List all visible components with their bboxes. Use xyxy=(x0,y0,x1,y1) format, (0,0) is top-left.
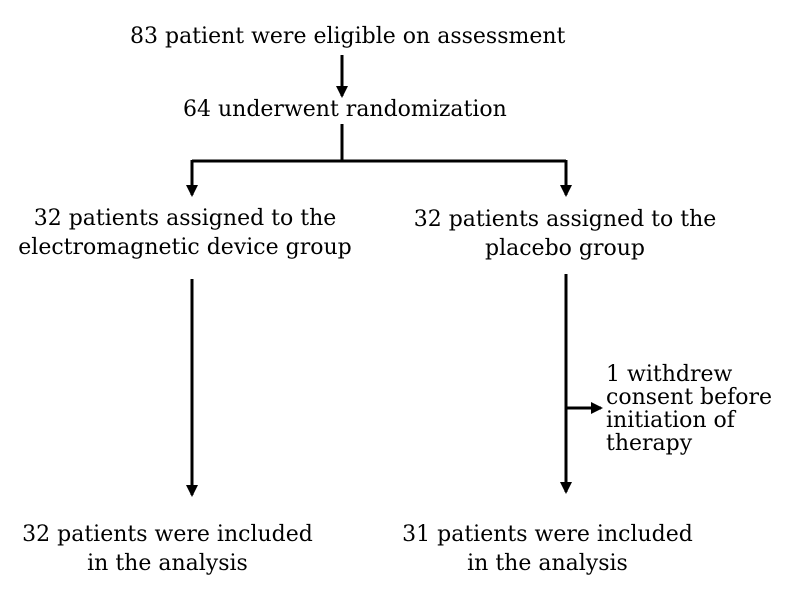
withdrawal-box: 1 withdrew consent before initiation of … xyxy=(606,363,791,455)
placebo-group-line-1: 32 patients assigned to the xyxy=(413,207,717,232)
withdrawal-line-3: initiation of xyxy=(606,408,735,433)
placebo-group-line-2: placebo group xyxy=(485,236,645,261)
device-group-line-2: electromagnetic device group xyxy=(18,235,352,260)
placebo-analysis-line-1: 31 patients were included xyxy=(402,522,693,547)
placebo-group-box: 32 patients assigned to the placebo grou… xyxy=(400,205,730,263)
withdrawal-line-2: consent before xyxy=(606,385,773,410)
placebo-analysis-line-2: in the analysis xyxy=(467,551,628,576)
randomized-box: 64 underwent randomization xyxy=(183,95,507,124)
device-group-box: 32 patients assigned to the electromagne… xyxy=(10,204,360,262)
withdrawal-line-4: therapy xyxy=(606,431,693,456)
device-analysis-line-1: 32 patients were included xyxy=(22,522,313,547)
randomized-text: 64 underwent randomization xyxy=(183,97,507,122)
eligible-text: 83 patient were eligible on assessment xyxy=(130,24,566,49)
device-analysis-line-2: in the analysis xyxy=(87,551,248,576)
eligible-box: 83 patient were eligible on assessment xyxy=(130,22,565,51)
device-analysis-box: 32 patients were included in the analysi… xyxy=(10,520,325,578)
device-group-line-1: 32 patients assigned to the xyxy=(33,206,337,231)
placebo-analysis-box: 31 patients were included in the analysi… xyxy=(390,520,705,578)
withdrawal-line-1: 1 withdrew xyxy=(606,362,733,387)
